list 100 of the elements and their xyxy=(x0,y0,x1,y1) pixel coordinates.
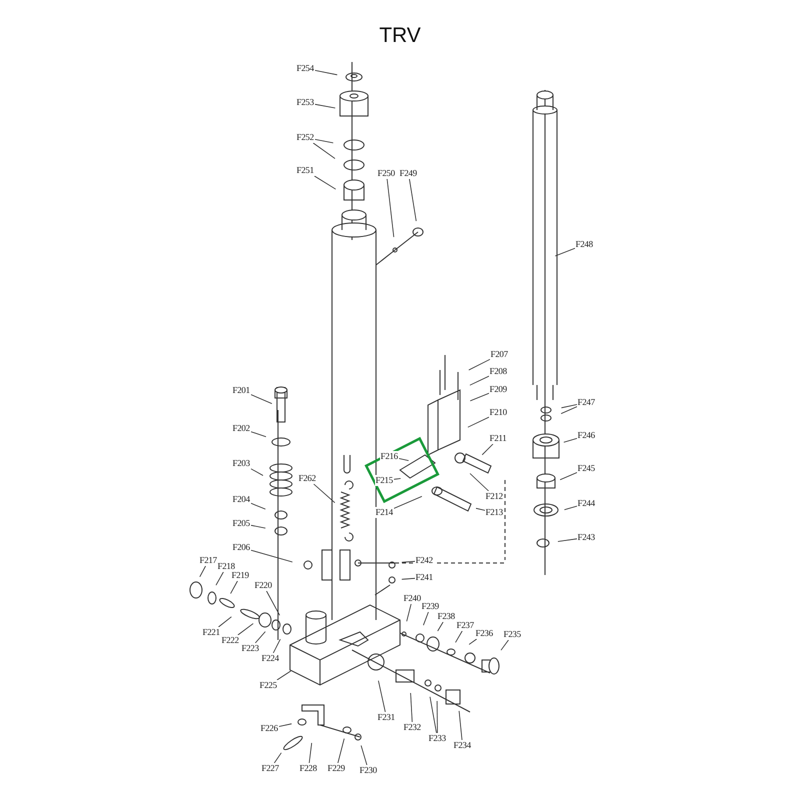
leader-line xyxy=(338,738,345,764)
callout-number: F247 xyxy=(576,396,596,408)
callout-number: F218 xyxy=(216,560,236,572)
leader-line xyxy=(563,438,578,443)
leader-line xyxy=(470,376,490,386)
leader-line xyxy=(401,578,416,580)
callout-number: F244 xyxy=(576,498,596,508)
leader-line xyxy=(394,496,422,509)
leader-line xyxy=(406,604,412,622)
callout-number: F208 xyxy=(488,366,508,376)
callout-number: F235 xyxy=(502,628,522,640)
leader-line xyxy=(314,176,336,190)
callout-number: F246 xyxy=(576,430,596,440)
callout-number: F249 xyxy=(398,168,418,178)
callout-number: F215 xyxy=(374,474,394,486)
callout-number: F204 xyxy=(232,494,251,504)
callout-number: F241 xyxy=(414,572,434,582)
callout-number: F239 xyxy=(420,600,440,612)
callout-number: F234 xyxy=(452,740,472,750)
leader-line xyxy=(314,104,336,108)
callout-number: F236 xyxy=(474,628,494,638)
callout-number: F205 xyxy=(232,518,251,528)
callout-number: F202 xyxy=(232,422,251,434)
leader-line xyxy=(401,560,416,563)
leader-line xyxy=(312,142,336,159)
leader-line xyxy=(458,710,462,740)
leader-line xyxy=(216,572,224,586)
leader-line xyxy=(468,638,478,645)
leader-line xyxy=(409,178,417,222)
leader-line xyxy=(272,638,281,654)
callout-number: F224 xyxy=(260,652,280,664)
leader-line xyxy=(250,394,272,404)
callout-number: F201 xyxy=(232,384,251,396)
leader-line xyxy=(476,508,486,511)
callout-number: F211 xyxy=(488,432,508,444)
leader-line xyxy=(266,590,280,616)
leader-line xyxy=(470,392,490,402)
callout-number: F209 xyxy=(488,384,508,394)
callout-number: F240 xyxy=(402,592,422,604)
leader-line xyxy=(560,406,578,414)
callout-number: F252 xyxy=(296,132,315,142)
callout-number: F220 xyxy=(254,580,273,590)
callout-number: F203 xyxy=(232,458,251,468)
leader-line xyxy=(250,550,293,562)
callout-number: F225 xyxy=(258,680,278,690)
callout-number: F229 xyxy=(326,762,346,774)
leader-line xyxy=(470,473,489,492)
leader-line xyxy=(218,616,232,628)
leader-line xyxy=(274,752,282,764)
leader-line xyxy=(500,640,509,651)
leader-line xyxy=(386,178,394,238)
callout-number: F223 xyxy=(240,642,260,654)
diagram-title: TRV xyxy=(378,24,422,48)
leader-line xyxy=(314,139,334,144)
callout-number: F237 xyxy=(456,620,475,630)
callout-number: F230 xyxy=(358,764,378,776)
leader-line xyxy=(554,248,576,256)
leader-line xyxy=(250,468,264,476)
callout-number: F238 xyxy=(436,610,456,622)
callout-number: F242 xyxy=(414,554,434,566)
callout-number: F216 xyxy=(380,450,399,462)
leader-line xyxy=(437,622,444,632)
leader-line xyxy=(423,612,429,626)
leader-line xyxy=(468,358,490,370)
callout-number: F245 xyxy=(576,462,596,474)
leader-line xyxy=(313,484,336,504)
leader-line xyxy=(564,506,578,510)
leader-line xyxy=(561,404,578,408)
leader-line xyxy=(430,696,437,734)
callout-number: F251 xyxy=(296,164,315,176)
callout-number: F243 xyxy=(576,532,596,542)
callout-number: F227 xyxy=(260,762,280,774)
callout-number: F222 xyxy=(220,634,240,646)
leader-line xyxy=(560,472,578,480)
callout-number: F212 xyxy=(484,490,504,502)
callout-number: F232 xyxy=(402,722,422,732)
leader-line xyxy=(360,745,368,766)
leader-line xyxy=(250,502,266,510)
leader-line xyxy=(238,623,254,636)
callout-number: F217 xyxy=(198,554,218,566)
leader-line xyxy=(482,444,494,456)
callout-number: F248 xyxy=(574,238,594,250)
callout-number: F233 xyxy=(428,732,447,744)
leader-line xyxy=(199,566,206,578)
leader-line xyxy=(394,478,401,480)
leader-line xyxy=(254,631,266,644)
leader-line xyxy=(230,580,238,594)
callout-number: F250 xyxy=(376,168,396,178)
callout-number: F210 xyxy=(488,406,508,418)
leader-line xyxy=(250,431,266,438)
callout-number: F254 xyxy=(296,62,315,74)
callout-number: F214 xyxy=(374,506,394,518)
callout-number: F228 xyxy=(298,762,318,774)
callout-number: F262 xyxy=(298,472,317,484)
callout-number: F206 xyxy=(232,542,251,552)
leader-line xyxy=(378,680,386,712)
callout-number: F253 xyxy=(296,96,315,108)
leader-line xyxy=(410,692,413,722)
leader-line xyxy=(276,670,292,680)
leader-line xyxy=(455,630,463,643)
